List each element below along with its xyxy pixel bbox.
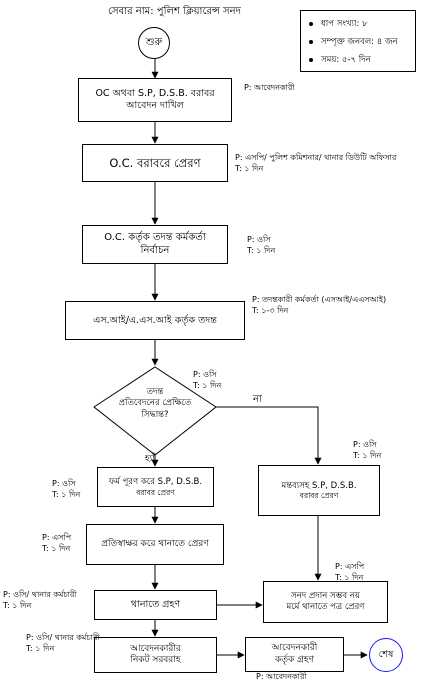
start-label: শুরু [145,36,163,48]
annotation-send-oc: P: এসপি/ পুলিশ কমিশনার/ থানার ডিউটি অফিস… [235,153,397,173]
annotation-applicant-accept: P: আবেদনকারী [256,672,307,681]
step-investigation: এস.আই/এ.এস.আই কর্তৃক তদন্ত [65,301,245,340]
step-send-oc-text: O.C. বরাবরে প্রেরণ [109,155,201,170]
step-no-forward: মন্তব্যসহ S.P, D.S.B. বরাবর প্রেরণ [258,465,380,516]
step-investigation-text: এস.আই/এ.এস.আই কর্তৃক তদন্ত [93,314,217,326]
step-supply-line1: আবেদনকারীর [130,643,181,654]
decision-line2: প্রতিবেদনের প্রেক্ষিতে [118,398,192,409]
start-node: শুরু [138,27,170,59]
annotation-reject-letter: P: এসপিT: ১ দিন [335,562,365,582]
step-select-officer-line1: O.C. কর্তৃক তদন্ত কর্মকর্তা [104,232,206,243]
step-apply-line1: OC অথবা S.P, D.S.B. বরাবর [95,88,215,100]
annotation-investigation: P: তদন্তকারী কর্মকর্তা (এসআই/এএসআই)T: ১-… [252,295,387,315]
step-reject-letter: সনদ প্রদান সম্ভব নয় মর্মে থানাতে পত্র প… [263,581,388,623]
step-yes-line2: বরাবর প্রেরণ [136,487,175,497]
step-select-officer: O.C. কর্তৃক তদন্ত কর্মকর্তা নির্বাচন [82,225,228,264]
step-supply-line2: নিকট সরবরাহ [130,655,181,665]
decision-diamond [93,366,217,456]
step-supply-applicant: আবেদনকারীর নিকট সরবরাহ [94,637,217,673]
step-select-officer-line2: নির্বাচন [140,244,170,256]
decision-yes-label: হ্যাঁ [145,454,155,464]
legend-item: সম্পৃক্ত জনবল: ৪ জন [309,35,407,49]
annotation-countersign: P: এসপিT: ১ দিন [42,533,72,553]
annotation-decision: P: ওসিT: ১ দিন [193,370,222,390]
annotation-receive-station: P: ওসি/ থানার কর্মচারীT: ১ দিন [3,590,77,610]
step-apply-line2: আবেদন দাখিল [126,100,184,111]
step-countersign-text: প্রতিস্বাক্ষর করে থানাতে প্রেরণ [101,538,209,549]
step-countersign: প্রতিস্বাক্ষর করে থানাতে প্রেরণ [86,524,224,565]
legend-item: সময়: ৫-৭ দিন [309,53,407,67]
end-node: শেষ [369,638,403,672]
bullet-icon [309,22,313,26]
step-receive-text: থানাতে গ্রহণ [130,599,181,611]
annotation-yes-forward: P: ওসিT: ১ দিন [52,479,81,499]
decision-text: তদন্ত প্রতিবেদনের প্রেক্ষিতে সিদ্ধান্ত? [96,387,214,421]
step-accept-line2: কর্তৃক গ্রহণ [274,654,315,665]
step-reject-line1: সনদ প্রদান সম্ভব নয় [291,591,360,602]
bullet-icon [309,58,313,62]
step-reject-line2: মর্মে থানাতে পত্র প্রেরণ [286,602,365,612]
step-receive-station: থানাতে গ্রহণ [94,590,217,620]
bullet-icon [309,40,313,44]
decision-line1: তদন্ত [146,387,164,397]
step-accept-line1: আবেদনকারী [271,643,318,654]
annotation-apply: P: আবেদনকারী [244,83,295,92]
legend-item: ধাপ সংখ্যা: ৮ [309,17,407,31]
end-label: শেষ [378,648,394,660]
service-title: সেবার নাম: পুলিশ ক্লিয়ারেন্স সনদ [108,6,241,17]
annotation-no-forward: P: ওসিT: ১ দিন [353,440,382,460]
decision-line3: সিদ্ধান্ত? [141,409,169,420]
step-yes-forward: ফর্ম পূরণ করে S.P, D.S.B. বরাবর প্রেরণ [97,467,214,507]
step-yes-line1: ফর্ম পূরণ করে S.P, D.S.B. [108,477,203,487]
step-no-line1: মন্তব্যসহ S.P, D.S.B. [281,480,357,491]
decision-no-label: না [253,394,262,405]
annotation-supply-applicant: P: ওসি/ থানার কর্মচারীT: ১ দিন [26,633,100,653]
step-apply: OC অথবা S.P, D.S.B. বরাবর আবেদন দাখিল [78,78,232,122]
step-no-line2: বরাবর প্রেরণ [299,491,339,501]
annotation-select-officer: P: ওসিT: ১ দিন [247,235,276,255]
step-applicant-accept: আবেদনকারী কর্তৃক গ্রহণ [245,637,344,672]
step-send-oc: O.C. বরাবরে প্রেরণ [82,144,228,182]
legend-box: ধাপ সংখ্যা: ৮ সম্পৃক্ত জনবল: ৪ জন সময়: … [300,10,416,72]
arrow-decision-no [216,406,322,465]
